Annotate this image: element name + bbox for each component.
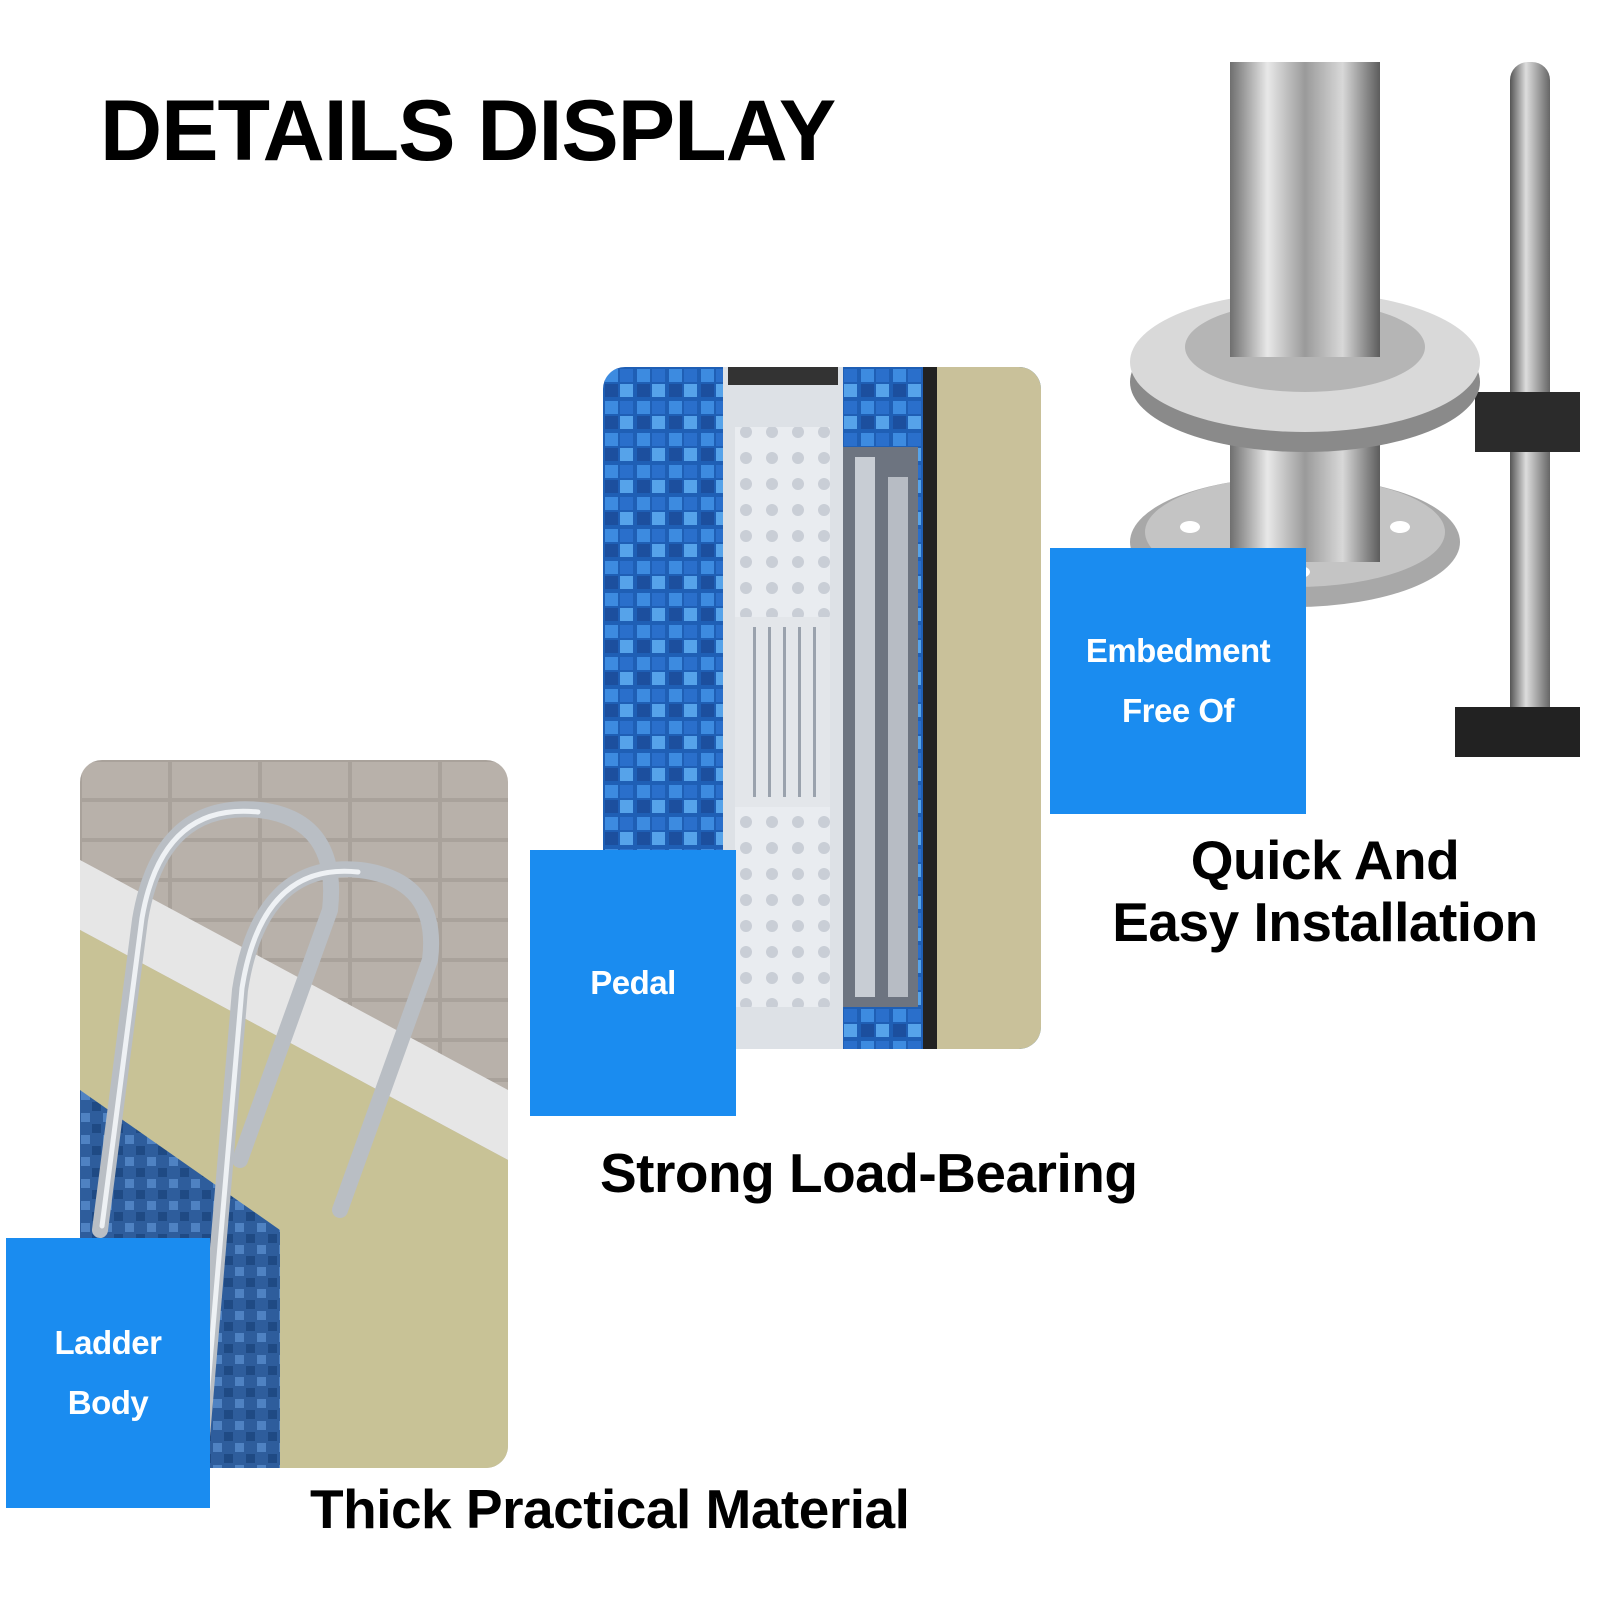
badge-line: Ladder: [54, 1324, 162, 1361]
caption-line: Easy Installation: [1112, 891, 1538, 953]
ladder-body-badge: Ladder Body: [6, 1238, 210, 1508]
pedal-caption: Strong Load-Bearing: [600, 1142, 1138, 1204]
installation-caption: Quick And Easy Installation: [1090, 829, 1560, 953]
badge-line: Embedment: [1085, 632, 1271, 669]
badge-line: Pedal: [590, 964, 676, 1001]
badge-line: Body: [67, 1384, 149, 1421]
badge-line: Free Of: [1121, 692, 1235, 729]
caption-line: Strong Load-Bearing: [600, 1142, 1138, 1204]
caption-line: Thick Practical Material: [310, 1478, 910, 1540]
caption-line: Quick And: [1190, 829, 1460, 891]
page-title: DETAILS DISPLAY: [100, 83, 836, 179]
embedment-badge: Embedment Free Of: [1050, 548, 1306, 814]
pedal-badge: Pedal: [530, 850, 736, 1116]
ladder-caption: Thick Practical Material: [310, 1478, 910, 1540]
pool-ladder-step-pedal-photo: [603, 367, 1041, 1049]
